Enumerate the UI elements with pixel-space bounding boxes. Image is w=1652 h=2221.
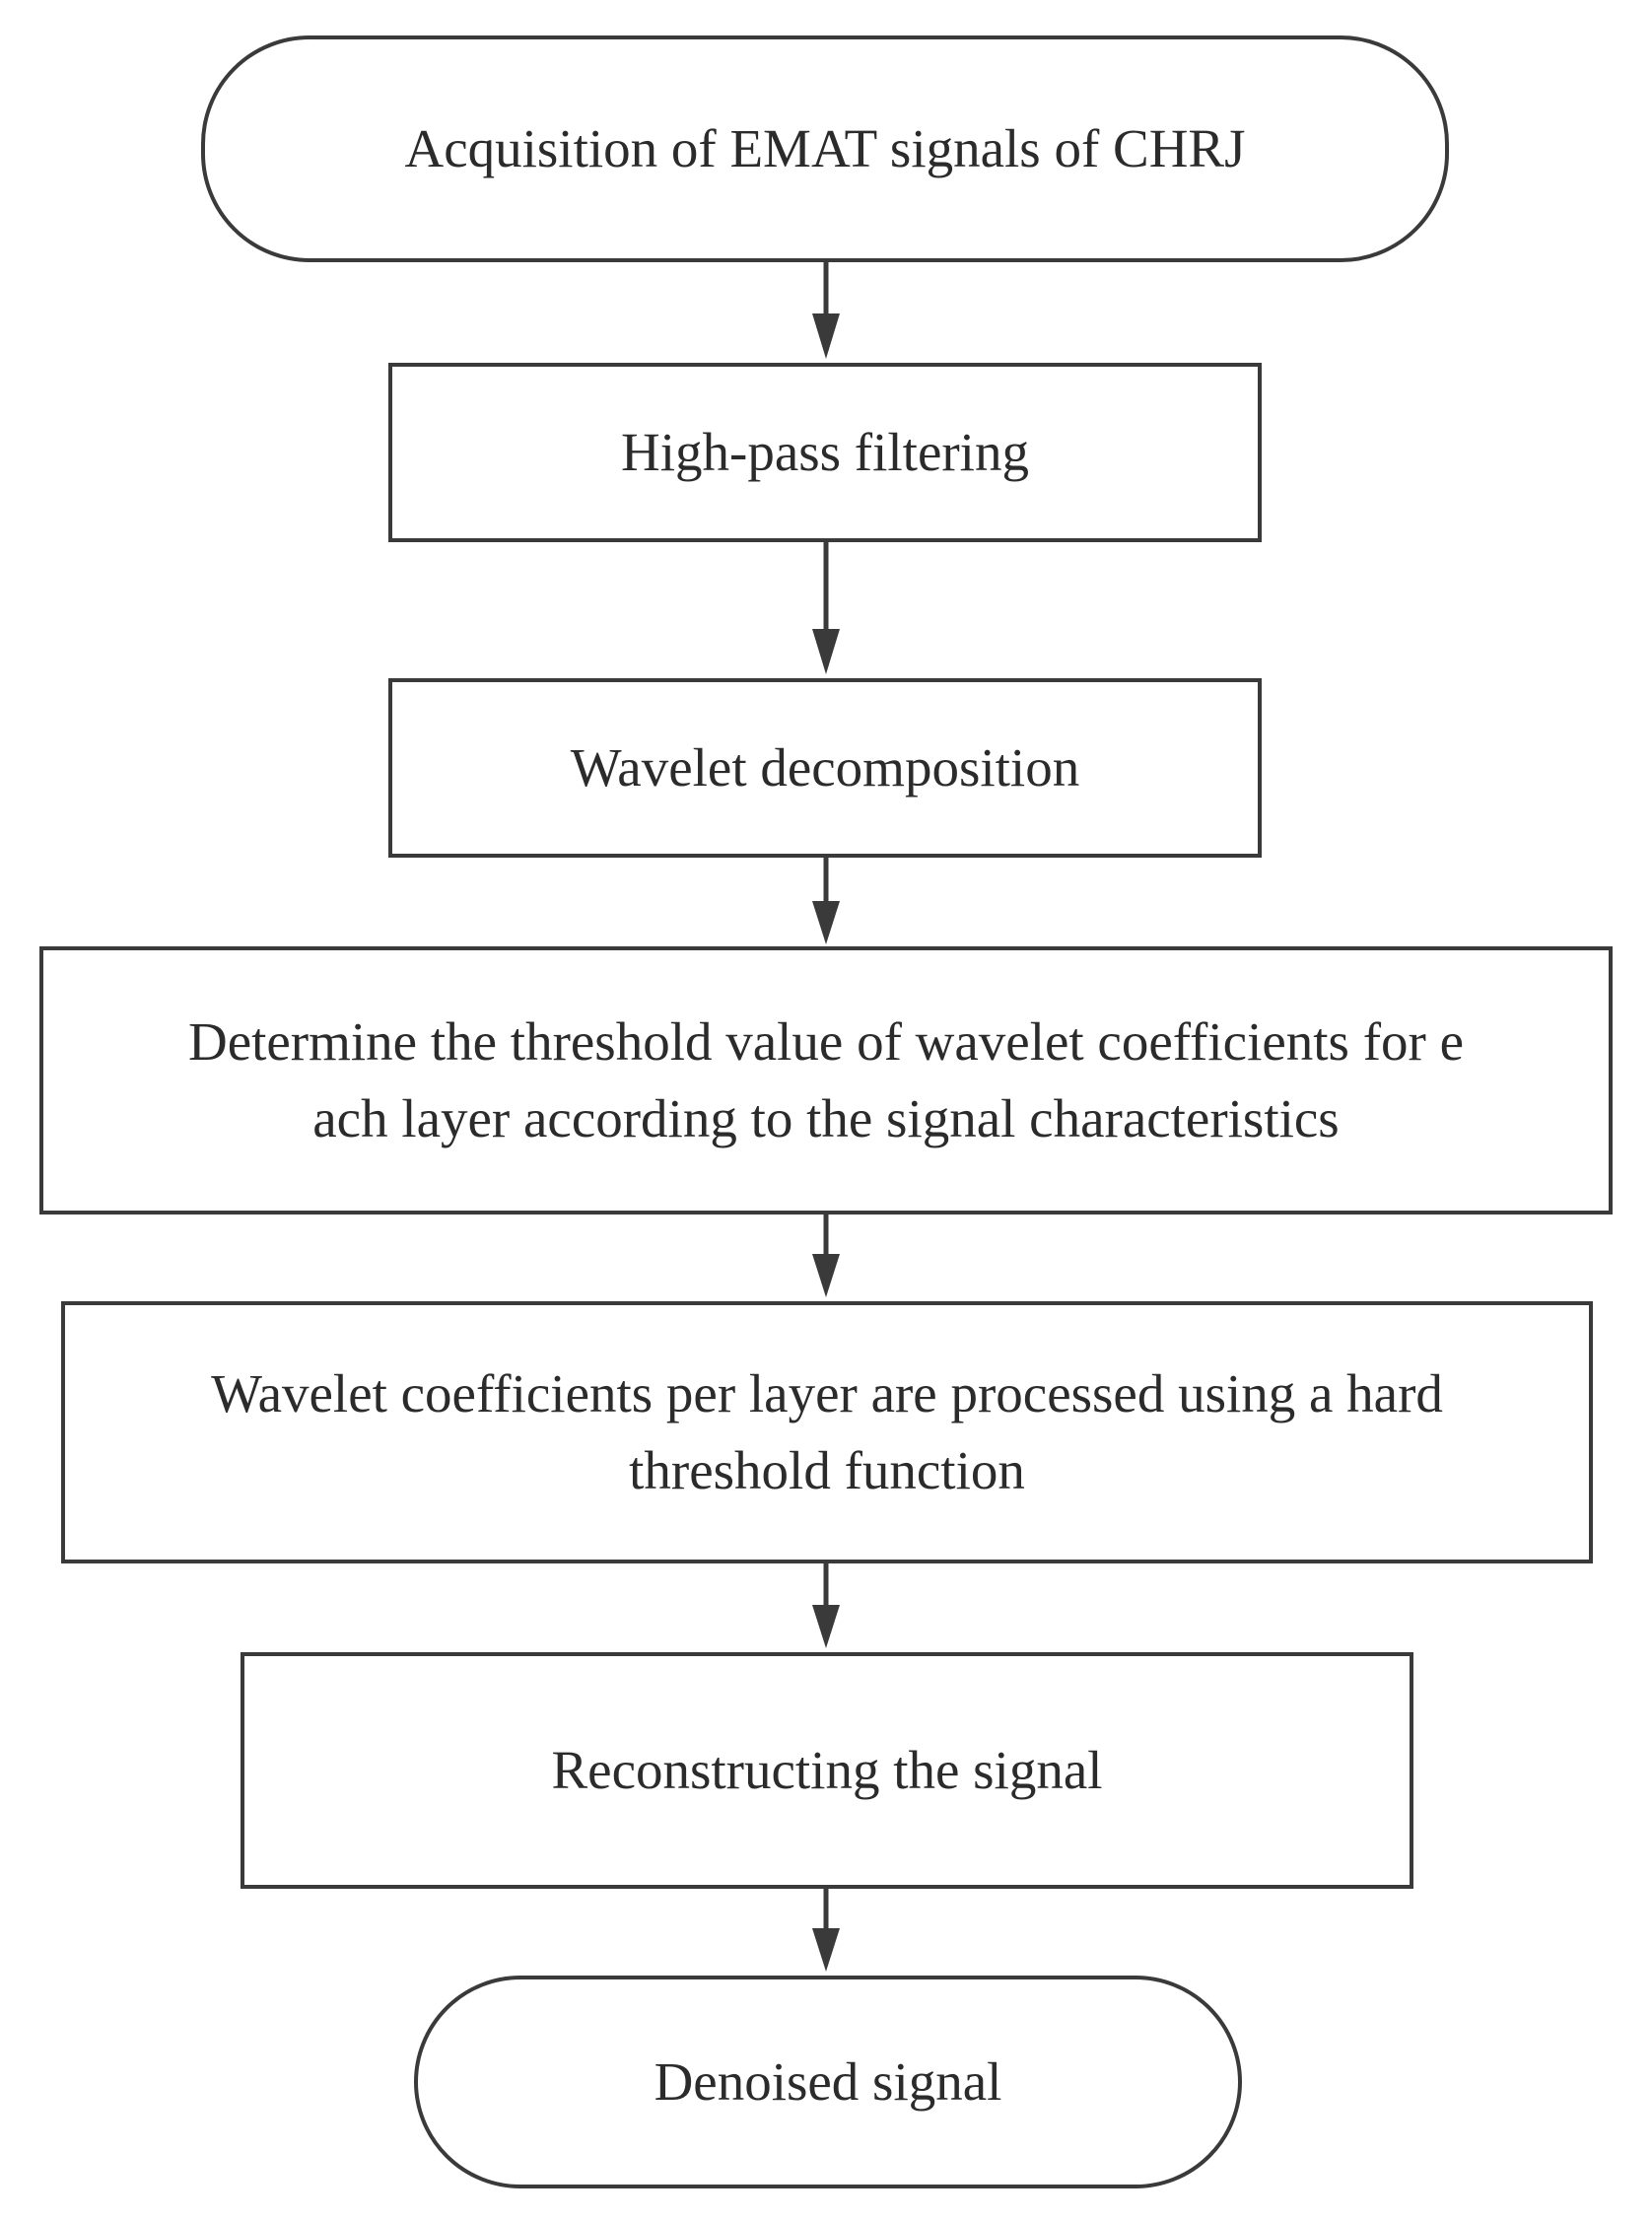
step-label: Reconstructing the signal (551, 1739, 1103, 1800)
process-node-high-pass-filtering: High-pass filtering (388, 363, 1262, 542)
arrow-decomposition-to-threshold (812, 856, 840, 944)
arrow-threshold-to-hard-threshold (812, 1213, 840, 1297)
step-label: Denoised signal (654, 2050, 1002, 2112)
end-node-denoised-signal: Denoised signal (414, 1976, 1242, 2188)
start-node-acquisition: Acquisition of EMAT signals of CHRJ (201, 35, 1449, 262)
step-label-line-1: Wavelet coefficients per layer are proce… (211, 1362, 1443, 1423)
arrow-hard-threshold-to-reconstruct (812, 1562, 840, 1648)
step-label-line-2: ach layer according to the signal charac… (312, 1088, 1340, 1148)
process-node-determine-threshold: Determine the threshold value of wavelet… (39, 946, 1613, 1215)
step-label: Wavelet decomposition (570, 736, 1080, 798)
step-label-line-2: threshold function (629, 1440, 1025, 1500)
process-node-reconstruct-signal: Reconstructing the signal (241, 1652, 1413, 1889)
arrow-highpass-to-decomposition (812, 540, 840, 674)
arrow-acquisition-to-highpass (812, 260, 840, 359)
process-node-hard-threshold: Wavelet coefficients per layer are proce… (61, 1301, 1593, 1563)
step-label-line-1: Determine the threshold value of wavelet… (187, 1010, 1464, 1072)
step-label: Acquisition of EMAT signals of CHRJ (404, 117, 1246, 178)
arrow-reconstruct-to-denoised (812, 1887, 840, 1972)
step-label: High-pass filtering (621, 421, 1029, 482)
process-node-wavelet-decomposition: Wavelet decomposition (388, 678, 1262, 858)
